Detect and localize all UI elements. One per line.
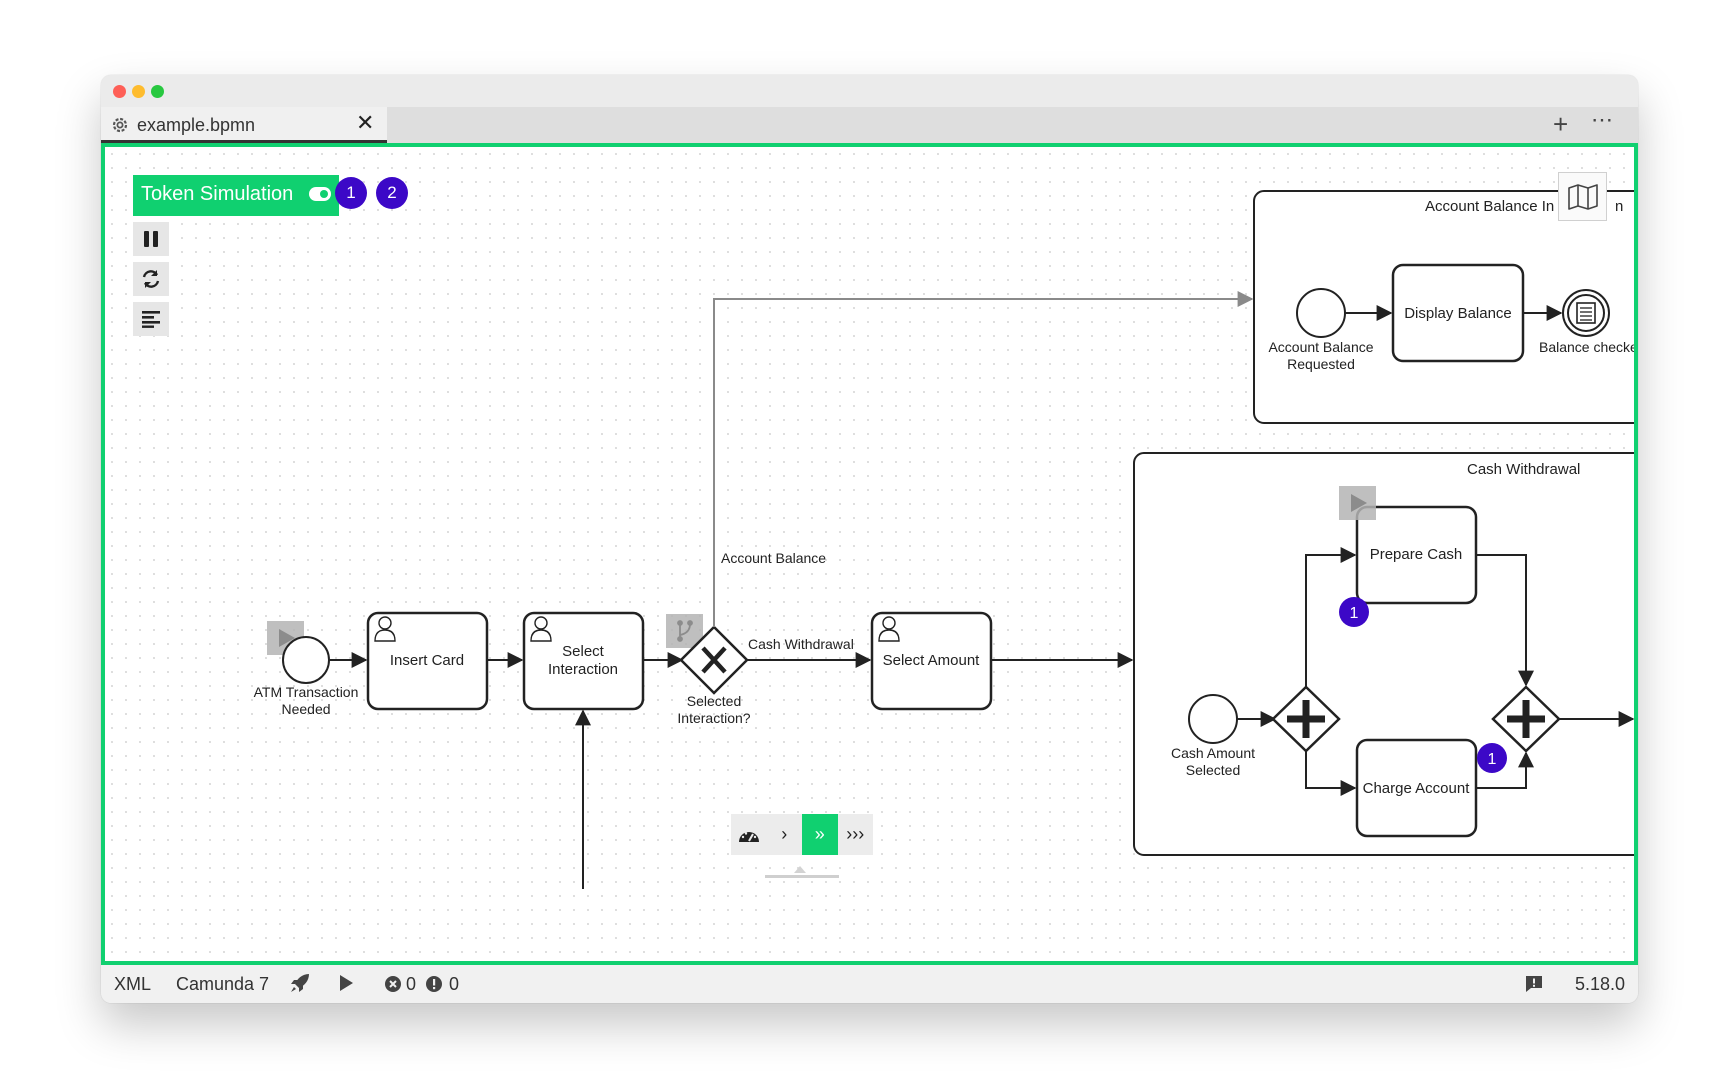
play-icon (279, 629, 295, 647)
message-icon (1576, 302, 1596, 324)
speed-divider (765, 875, 839, 878)
sequence-flow[interactable] (1305, 547, 1357, 687)
token-count-badge[interactable]: 1 (335, 177, 367, 209)
log-button[interactable] (133, 302, 169, 336)
token-badge (1477, 743, 1507, 773)
rocket-icon[interactable] (288, 971, 312, 1000)
tab-label: example.bpmn (137, 115, 256, 135)
more-options-button[interactable]: ⋯ (1591, 107, 1614, 132)
status-bar: XML Camunda 7 0 0 5.18.0 (101, 965, 1638, 1003)
subprocess-cash-withdrawal[interactable] (1133, 452, 1638, 856)
maximize-window-button[interactable] (151, 85, 164, 98)
pause-button[interactable] (133, 222, 169, 256)
minimize-window-button[interactable] (132, 85, 145, 98)
start-event-cash-amount-selected[interactable] (1188, 694, 1238, 744)
sequence-flow-account-balance[interactable] (713, 291, 1254, 627)
subprocess-cash-withdrawal-title: Cash Withdrawal (1467, 461, 1580, 478)
flow-label-account-balance: Account Balance (721, 550, 826, 566)
subprocess-account-balance-title-tail: n (1615, 198, 1623, 215)
sequence-flow[interactable] (1305, 751, 1357, 796)
new-tab-button[interactable]: + (1553, 109, 1569, 139)
gateway-label-line2: Interaction? (677, 710, 750, 726)
minimap-toggle-button[interactable] (1558, 172, 1607, 221)
pause-icon (144, 231, 158, 247)
feedback-icon[interactable] (1524, 974, 1544, 999)
speed-slow-button[interactable]: › (781, 824, 788, 844)
task-charge-account-label: Charge Account (1363, 780, 1471, 797)
user-icon (374, 616, 396, 642)
branch-icon (677, 620, 693, 642)
warning-count: 0 (449, 974, 460, 994)
engine-version-selector[interactable]: Camunda 7 (176, 974, 270, 994)
flow-label-cash-withdrawal: Cash Withdrawal (748, 636, 854, 652)
start-event-label-line2: Requested (1287, 356, 1355, 372)
bpmn-canvas[interactable]: Account Balance In n Account Balance Req… (101, 143, 1638, 965)
app-version: 5.18.0 (1575, 974, 1626, 994)
tab-bar: example.bpmn ✕ + ⋯ (101, 107, 1638, 143)
map-icon (1567, 183, 1598, 210)
start-event-label-line1: ATM Transaction (254, 684, 359, 700)
speed-normal-button[interactable]: » (802, 814, 838, 855)
toggle-switch-icon (309, 187, 331, 201)
start-event-label-line1: Account Balance (1268, 339, 1373, 355)
token-simulation-label: Token Simulation (141, 183, 294, 205)
title-bar (101, 75, 1638, 107)
token-badge-count: 1 (1488, 751, 1497, 768)
bpmn-diagram[interactable]: Account Balance In n Account Balance Req… (105, 147, 1638, 965)
log-icon (142, 311, 160, 328)
plus-icon (1507, 700, 1545, 738)
gear-icon (110, 115, 130, 140)
error-count: 0 (406, 974, 417, 994)
cash-start-label-line1: Cash Amount (1171, 745, 1255, 761)
start-event-account-balance-requested[interactable] (1296, 288, 1346, 338)
token-simulation-toggle[interactable]: Token Simulation (133, 175, 339, 216)
close-window-button[interactable] (113, 85, 126, 98)
token-count-badge[interactable]: 2 (376, 177, 408, 209)
task-select-interaction-label-line2: Interaction (548, 661, 618, 678)
subprocess-account-balance-title: Account Balance In (1425, 198, 1554, 215)
gauge-icon[interactable] (731, 814, 767, 855)
sequence-flow[interactable] (1476, 751, 1534, 789)
speed-fast-button[interactable]: ››› (846, 824, 865, 844)
gateway-path-button[interactable] (666, 614, 703, 648)
play-icon[interactable] (337, 974, 355, 997)
plus-icon (1287, 700, 1325, 738)
task-prepare-cash-label: Prepare Cash (1370, 546, 1463, 563)
cash-start-label-line2: Selected (1186, 762, 1240, 778)
user-icon (530, 616, 552, 642)
task-select-amount-label: Select Amount (883, 652, 981, 669)
end-event-label: Balance checke (1539, 339, 1638, 355)
speed-caret (794, 866, 806, 873)
reset-icon (142, 270, 160, 288)
token-badge (1339, 597, 1369, 627)
start-event-label-line2: Needed (281, 701, 330, 717)
start-event-atm-transaction-needed[interactable] (282, 636, 330, 684)
close-tab-icon[interactable]: ✕ (356, 110, 375, 135)
token-badge-count: 1 (1350, 605, 1359, 622)
error-icon[interactable] (384, 975, 402, 998)
x-mark-icon (701, 646, 727, 674)
task-display-balance-label: Display Balance (1404, 305, 1512, 322)
xml-view-button[interactable]: XML (114, 974, 152, 994)
gateway-label-line1: Selected (687, 693, 741, 709)
task-insert-card-label: Insert Card (390, 652, 464, 669)
speed-selector: › » ››› (731, 814, 873, 855)
app-window: example.bpmn ✕ + ⋯ Account Balance In n … (101, 75, 1638, 1003)
reset-button[interactable] (133, 262, 169, 296)
user-icon (878, 616, 900, 642)
task-select-interaction-label-line1: Select (562, 643, 605, 660)
warning-icon[interactable] (425, 975, 443, 998)
sequence-flow[interactable] (1476, 554, 1534, 687)
play-icon (1351, 494, 1367, 512)
tab-example-bpmn[interactable]: example.bpmn ✕ (101, 107, 387, 143)
